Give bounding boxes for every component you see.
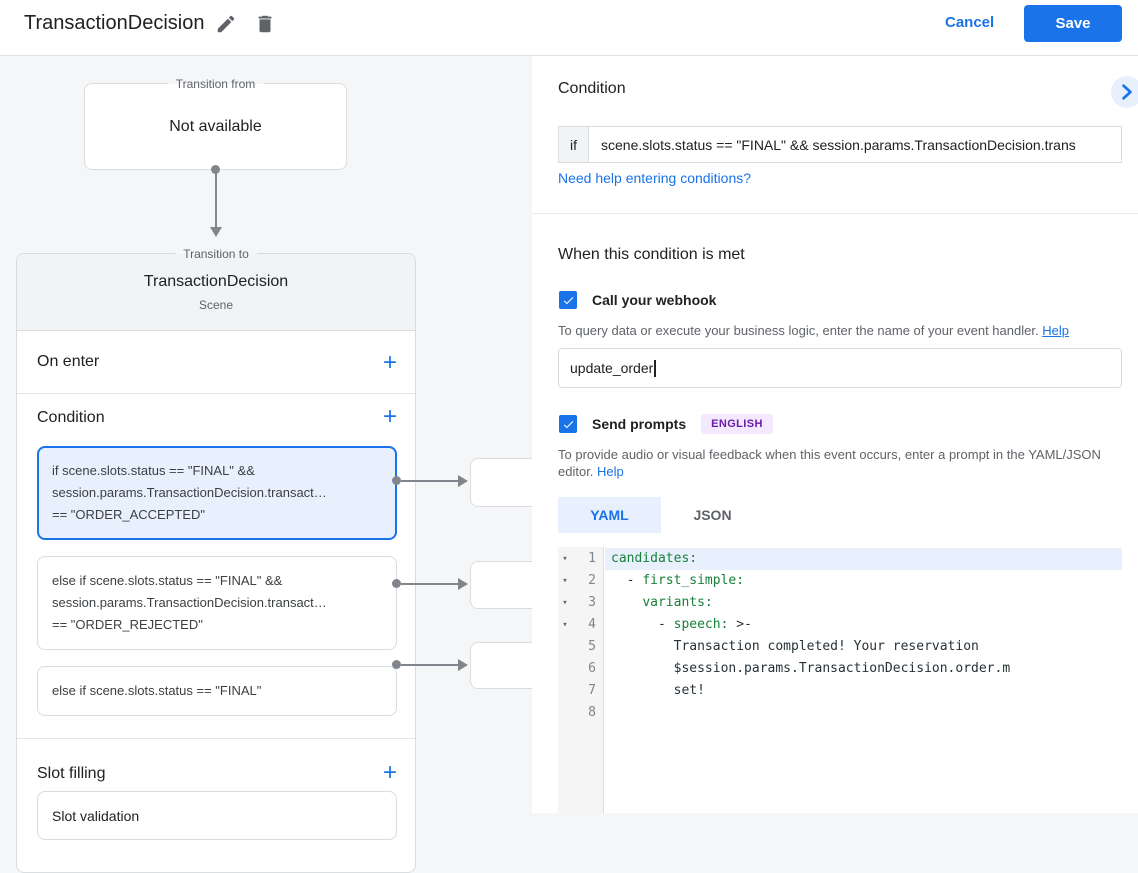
page-title: TransactionDecision: [24, 12, 205, 34]
transition-to-legend: Transition to: [175, 245, 257, 263]
editor-gutter: [558, 547, 604, 813]
prompts-checkbox[interactable]: [559, 415, 577, 433]
checkmark-icon: [563, 420, 573, 428]
fold-icon[interactable]: ▾: [562, 576, 568, 586]
webhook-label: Call your webhook: [592, 292, 717, 308]
scene-type: Scene: [198, 298, 234, 312]
panel-divider: [532, 213, 1138, 214]
language-badge: ENGLISH: [701, 414, 773, 434]
transition-from-content: Not available: [169, 117, 262, 135]
prompts-helper-text: To provide audio or visual feedback when…: [558, 447, 1101, 479]
delete-icon[interactable]: [254, 13, 276, 35]
fold-icon[interactable]: ▾: [562, 620, 568, 630]
condition-section-label: Condition: [37, 409, 105, 426]
panel-title: Condition: [558, 80, 626, 97]
save-button[interactable]: Save: [1024, 5, 1122, 42]
editor-line: ▾3 variants:: [558, 592, 1122, 614]
fold-icon[interactable]: ▾: [562, 598, 568, 608]
editor-line: 8: [588, 705, 596, 720]
editor-format-tabs: YAML JSON: [558, 497, 764, 533]
top-bar: TransactionDecision Cancel Save: [0, 0, 1138, 56]
connector-line: [401, 664, 458, 666]
connector-dot: [392, 579, 401, 588]
slot-filling-section: Slot filling + Slot validation: [17, 739, 415, 840]
arrow-right-icon: [458, 578, 468, 590]
slot-validation-card[interactable]: Slot validation: [37, 791, 397, 840]
edit-icon[interactable]: [215, 13, 237, 35]
arrow-right-icon: [458, 659, 468, 671]
scene-name: TransactionDecision: [143, 273, 289, 290]
condition-card-final[interactable]: else if scene.slots.status == "FINAL": [37, 666, 397, 716]
editor-line: 6 $session.params.TransactionDecision.or…: [588, 661, 1011, 676]
webhook-handler-input[interactable]: update_order: [558, 348, 1122, 388]
on-enter-label: On enter: [37, 353, 100, 370]
cancel-button[interactable]: Cancel: [945, 14, 995, 31]
prompts-checkbox-row: Send prompts ENGLISH: [559, 414, 773, 434]
chevron-right-icon: [1122, 84, 1132, 100]
condition-help-link[interactable]: Need help entering conditions?: [558, 170, 752, 186]
prompts-label: Send prompts: [592, 416, 687, 432]
tab-yaml[interactable]: YAML: [558, 497, 661, 533]
connector-dot: [392, 660, 401, 669]
transition-to-box: Transition to TransactionDecision Scene …: [16, 245, 416, 873]
transition-from-legend: Transition from: [167, 75, 264, 93]
webhook-checkbox-row: Call your webhook: [559, 291, 716, 309]
connector-line: [401, 583, 458, 585]
checkmark-icon: [563, 296, 573, 304]
connector-dot: [392, 476, 401, 485]
fold-icon[interactable]: ▾: [562, 554, 568, 564]
collapse-panel-button[interactable]: [1111, 76, 1138, 108]
condition-card-rejected[interactable]: else if scene.slots.status == "FINAL" &&…: [37, 556, 397, 650]
editor-line: ▾4 - speech: >-: [558, 614, 1122, 636]
if-prefix: if: [558, 126, 589, 163]
editor-line: ▾1 candidates:: [558, 548, 1122, 570]
condition-expression-row: if scene.slots.status == "FINAL" && sess…: [558, 126, 1122, 163]
slot-filling-label: Slot filling: [37, 765, 106, 782]
condition-detail-panel: Condition if scene.slots.status == "FINA…: [532, 56, 1138, 813]
webhook-helper-text: To query data or execute your business l…: [558, 323, 1069, 338]
webhook-checkbox[interactable]: [559, 291, 577, 309]
text-cursor: [654, 359, 656, 377]
condition-card-accepted[interactable]: if scene.slots.status == "FINAL" && sess…: [37, 446, 397, 540]
prompts-help-link[interactable]: Help: [597, 464, 624, 479]
editor-line: 7 set!: [588, 683, 705, 698]
on-enter-section: On enter +: [17, 331, 415, 394]
tab-json[interactable]: JSON: [693, 507, 732, 523]
arrow-right-icon: [458, 475, 468, 487]
add-slot-button[interactable]: +: [382, 759, 397, 786]
editor-line: ▾2 - first_simple:: [558, 570, 1122, 592]
yaml-editor[interactable]: ▾1 candidates: ▾2 - first_simple: ▾3 var…: [558, 547, 1122, 813]
scene-header: TransactionDecision Scene: [17, 254, 415, 331]
when-condition-title: When this condition is met: [558, 246, 745, 263]
arrow-down-icon: [210, 227, 222, 237]
condition-expression-input[interactable]: scene.slots.status == "FINAL" && session…: [589, 126, 1122, 163]
add-on-enter-button[interactable]: +: [382, 349, 397, 376]
transition-from-box: Transition from Not available: [84, 75, 347, 170]
webhook-help-link[interactable]: Help: [1042, 323, 1069, 338]
connector-line: [215, 173, 217, 227]
condition-section: Condition + if scene.slots.status == "FI…: [17, 394, 415, 739]
connector-dot: [211, 165, 220, 174]
add-condition-button[interactable]: +: [382, 403, 397, 430]
editor-line: 5 Transaction completed! Your reservatio…: [588, 639, 979, 654]
connector-line: [401, 480, 458, 482]
